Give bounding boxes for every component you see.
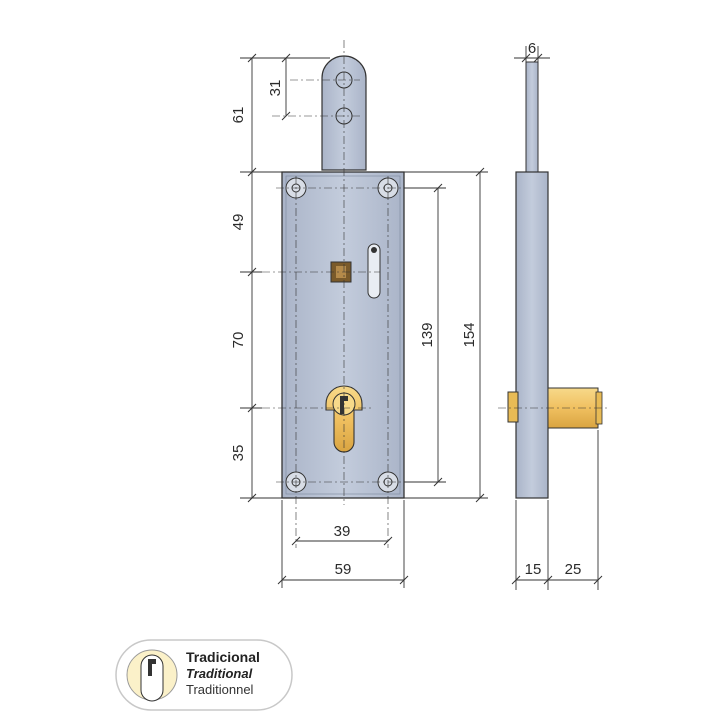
latch-tongue bbox=[321, 55, 367, 171]
dim-49-label: 49 bbox=[230, 214, 247, 231]
guide-slot bbox=[367, 243, 381, 299]
side-dimension-ticks bbox=[511, 53, 603, 585]
front-view bbox=[262, 40, 412, 548]
badge-line-3: Traditionnel bbox=[186, 682, 254, 697]
side-body bbox=[515, 171, 549, 499]
dim-139-label: 139 bbox=[419, 322, 436, 347]
lock-plate-inner bbox=[285, 175, 401, 495]
side-tongue bbox=[525, 61, 539, 173]
dim-6-label: 6 bbox=[528, 40, 536, 57]
badge-line-2: Traditional bbox=[186, 666, 253, 681]
badge-line-1: Tradicional bbox=[186, 649, 260, 665]
side-view bbox=[498, 61, 610, 499]
dim-70-label: 70 bbox=[230, 332, 247, 349]
key-cylinder-icon bbox=[126, 649, 178, 702]
traditional-badge: Tradicional Traditional Traditionnel bbox=[115, 639, 293, 711]
dim-61-label: 61 bbox=[230, 107, 247, 124]
dim-25-label: 25 bbox=[565, 561, 582, 578]
side-cylinder-nose bbox=[507, 391, 519, 423]
dimension-lines bbox=[240, 57, 488, 588]
side-dimension-lines bbox=[514, 46, 599, 590]
dim-31-label: 31 bbox=[267, 80, 284, 97]
dimension-ticks bbox=[247, 53, 485, 585]
dim-59-label: 59 bbox=[335, 561, 352, 578]
dim-39-label: 39 bbox=[334, 523, 351, 540]
dim-15-label: 15 bbox=[525, 561, 542, 578]
dim-35-label: 35 bbox=[230, 445, 247, 462]
dim-154-label: 154 bbox=[461, 322, 478, 347]
